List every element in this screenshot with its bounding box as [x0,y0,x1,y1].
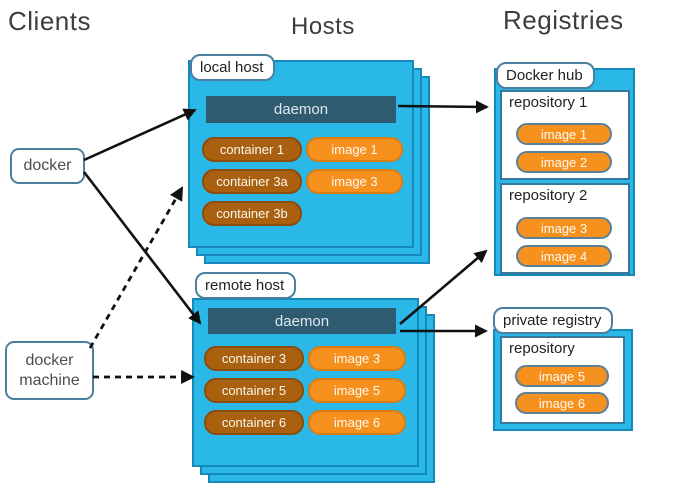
column-header-registries: Registries [503,5,624,35]
repository-2-title: repository 2 [509,187,588,204]
repository-1-box: repository 1 image 1 image 2 [500,90,630,180]
private-image-pill: image 5 [515,365,609,387]
arrow-docker-to-local-daemon [83,108,197,162]
hub-image-pill: image 1 [516,123,612,145]
hub-image-pill: image 4 [516,245,612,267]
docker-machine-label-line1: docker [25,351,74,369]
docker-client-label: docker [23,157,72,175]
remote-container-pill: container 6 [204,410,304,435]
private-repository-box: repository image 5 image 6 [500,336,625,424]
private-image-pill: image 6 [515,392,609,414]
local-daemon-bar: daemon [206,96,396,123]
column-header-hosts: Hosts [291,13,355,40]
remote-image-pill: image 6 [308,410,406,435]
repository-2-box: repository 2 image 3 image 4 [500,183,630,274]
arrow-docker-machine-to-local-host [88,186,184,349]
hub-image-pill: image 3 [516,217,612,239]
remote-host-label: remote host [195,272,297,299]
remote-container-pill: container 5 [204,378,304,403]
local-image-pill: image 1 [306,137,403,162]
docker-machine-node: docker machine [5,341,94,400]
arrow-docker-to-remote-daemon [82,171,202,325]
remote-image-pill: image 3 [308,346,406,371]
local-image-pill: image 3 [306,169,403,194]
private-repository-title: repository [509,340,575,357]
local-container-pill: container 1 [202,137,302,162]
docker-client-node: docker [10,148,85,184]
local-host-label: local host [190,54,276,81]
private-registry-label: private registry [493,307,614,334]
remote-container-pill: container 3 [204,346,304,371]
local-container-pill: container 3a [202,169,302,194]
repository-1-title: repository 1 [509,94,588,111]
remote-host-stack: remote host daemon container 3 container… [192,272,435,483]
docker-hub-label: Docker hub [496,62,595,89]
remote-daemon-bar: daemon [208,308,396,334]
docker-machine-label-line2: machine [19,371,80,389]
local-host-stack: local host daemon container 1 container … [188,54,430,264]
docker-machine-label: docker machine [19,351,79,390]
docker-hub-box: Docker hub repository 1 image 1 image 2 … [494,62,635,276]
local-container-pill: container 3b [202,201,302,226]
remote-image-pill: image 5 [308,378,406,403]
column-header-clients: Clients [8,6,91,36]
private-registry-box: private registry repository image 5 imag… [493,307,633,431]
hub-image-pill: image 2 [516,151,612,173]
